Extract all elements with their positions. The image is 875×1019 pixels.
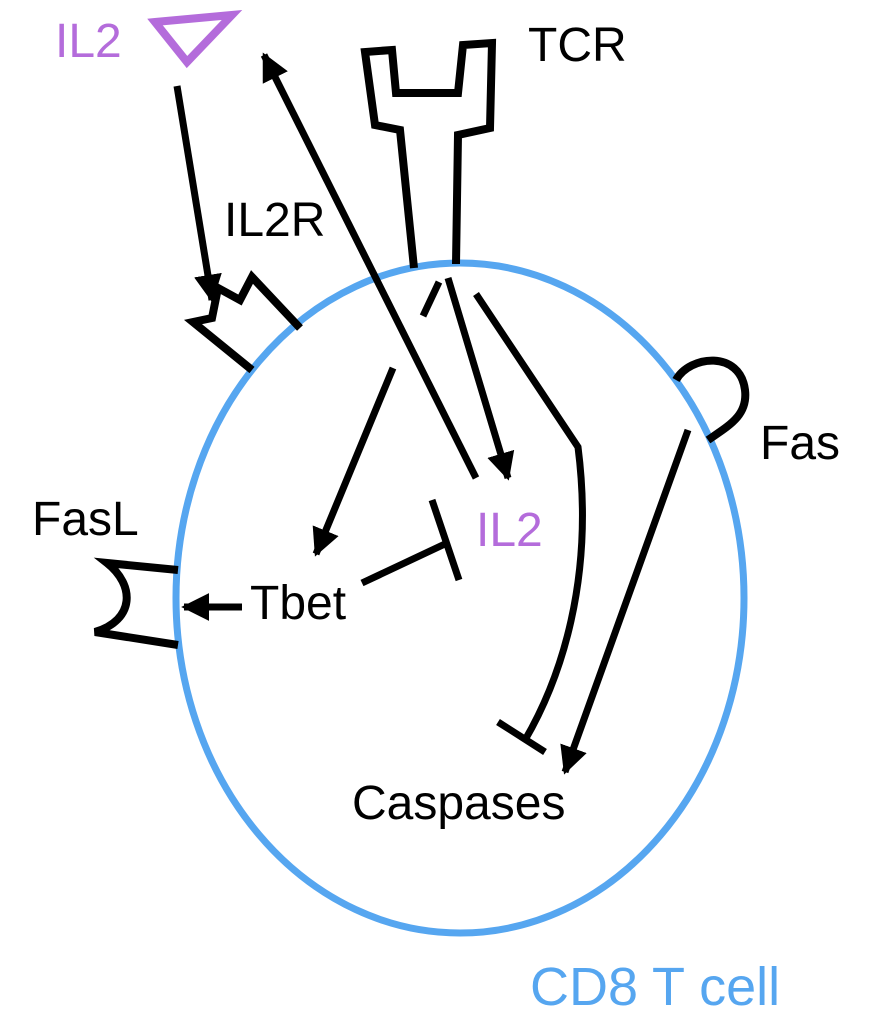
tbet-label: Tbet (250, 577, 347, 630)
inhibition-il2-tbet-bar (428, 498, 463, 582)
arrow-fas-to-caspases (560, 428, 692, 775)
arrow-il2-to-il2r (173, 85, 222, 303)
il2-ligand-icon (147, 10, 243, 69)
arrow-tcr-to-tbet (312, 366, 397, 557)
fas-receptor-icon (672, 356, 750, 444)
arrow-il2-secretion (260, 52, 480, 480)
tcr-label: TCR (528, 19, 627, 72)
il2r-label: IL2R (224, 194, 326, 247)
fas-label: Fas (760, 417, 841, 470)
fasl-label: FasL (32, 493, 139, 546)
il2-outside-label: IL2 (55, 15, 122, 68)
caspases-label: Caspases (352, 777, 566, 830)
inhibition-tcr-caspases-bar (496, 719, 547, 755)
arrow-tcr-to-il2 (444, 276, 515, 481)
inhibition-il2-tbet (360, 539, 449, 587)
cell-label: CD8 T cell (530, 957, 781, 1017)
fasl-ligand-icon (93, 557, 179, 649)
tcr-receptor-icon (360, 38, 497, 269)
tcr-signal-segment (419, 280, 443, 318)
il2-inside-label: IL2 (476, 504, 543, 557)
inhibition-tcr-caspases (473, 292, 586, 742)
